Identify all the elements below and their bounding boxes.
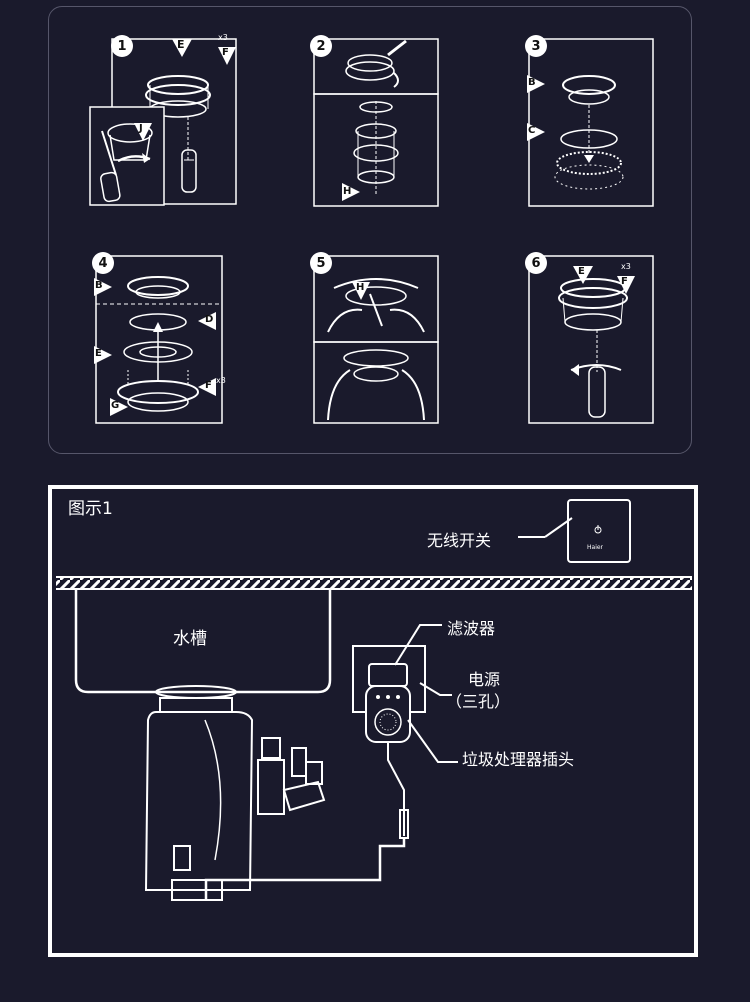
plug-label: 垃圾处理器插头	[462, 750, 575, 769]
step-3-illustration	[527, 38, 654, 207]
step-3: 3 B C	[525, 35, 655, 210]
wireless-switch-label: 无线开关	[427, 531, 492, 550]
food-waste-disposer	[144, 711, 254, 891]
part-label-f: F	[205, 380, 212, 391]
sink	[74, 590, 332, 694]
step-5-illustration	[313, 255, 439, 424]
wiring-diagram-panel	[48, 485, 698, 957]
part-label-e: E	[578, 266, 585, 277]
disposer-plug	[365, 685, 411, 743]
part-label-g: G	[111, 400, 120, 411]
diagram-caption: 图示1	[68, 499, 113, 519]
step-2-illustration	[313, 38, 439, 207]
step-2: 2 H	[310, 35, 440, 210]
wireless-switch	[567, 499, 631, 563]
brand-logo: Haier	[587, 544, 604, 551]
step-number: 4	[92, 252, 114, 274]
part-label-e: E	[177, 38, 185, 51]
step-number: 3	[525, 35, 547, 57]
installation-steps-panel	[48, 6, 692, 454]
step-5: 5 H	[310, 252, 440, 427]
power-cord	[387, 742, 405, 836]
filter-label: 滤波器	[447, 619, 496, 638]
part-label-b: B	[528, 77, 536, 88]
step-6: 6 E F x3	[525, 252, 655, 427]
part-label-e: E	[95, 348, 102, 359]
part-label-h: H	[343, 186, 352, 197]
step-4: 4 B D E F G x3	[92, 252, 228, 427]
step-number: 1	[111, 35, 133, 57]
power-sub-label: （三孔）	[446, 692, 511, 711]
quantity-label: x3	[216, 376, 226, 385]
part-label-c: C	[528, 125, 536, 136]
quantity-label: x3	[218, 33, 228, 42]
countertop	[56, 577, 692, 589]
step-4-illustration	[94, 255, 223, 424]
sink-label: 水槽	[173, 629, 207, 649]
part-label-h: H	[356, 282, 365, 293]
step-1-illustration	[89, 38, 237, 206]
step-1: 1 E F J x3	[88, 33, 238, 210]
step-number: 5	[310, 252, 332, 274]
step-6-illustration	[528, 255, 654, 424]
part-label-b: B	[95, 280, 103, 291]
filter-device	[368, 663, 408, 687]
quantity-label: x3	[621, 262, 631, 271]
power-label: 电源	[468, 670, 501, 689]
step-number: 2	[310, 35, 332, 57]
part-label-j: J	[139, 123, 143, 134]
step-number: 6	[525, 252, 547, 274]
part-label-f: F	[621, 276, 628, 287]
part-label-d: D	[205, 314, 214, 325]
part-label-f: F	[222, 47, 229, 58]
